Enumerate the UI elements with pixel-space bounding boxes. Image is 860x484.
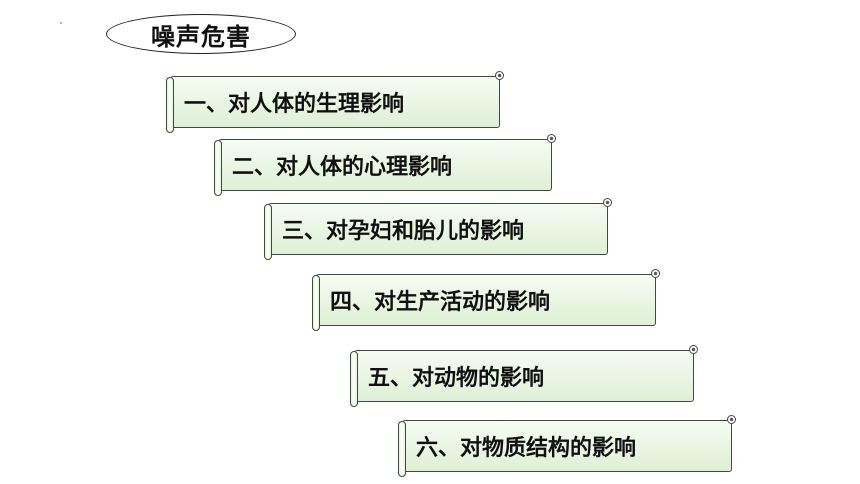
scroll-item-label: 五、对动物的影响: [368, 366, 545, 391]
scroll-item-production[interactable]: 四、对生产活动的影响: [312, 269, 660, 331]
scroll-item-label: 二、对人体的心理影响: [232, 155, 453, 180]
scroll-item-label: 一、对人体的生理影响: [184, 92, 405, 117]
scroll-item-material-structure[interactable]: 六、对物质结构的影响: [398, 415, 736, 477]
scroll-item-physiological[interactable]: 一、对人体的生理影响: [166, 71, 504, 133]
scroll-item-pregnancy[interactable]: 三、对孕妇和胎儿的影响: [264, 198, 612, 260]
scroll-item-label: 六、对物质结构的影响: [416, 436, 637, 461]
decorative-dot: [60, 22, 62, 24]
page-title: 噪声危害: [151, 22, 251, 51]
title-oval: 噪声危害: [106, 14, 296, 54]
scroll-item-label: 四、对生产活动的影响: [330, 290, 551, 315]
scroll-item-animals[interactable]: 五、对动物的影响: [350, 345, 698, 407]
scroll-item-psychological[interactable]: 二、对人体的心理影响: [214, 134, 556, 196]
scroll-item-label: 三、对孕妇和胎儿的影响: [282, 219, 525, 244]
